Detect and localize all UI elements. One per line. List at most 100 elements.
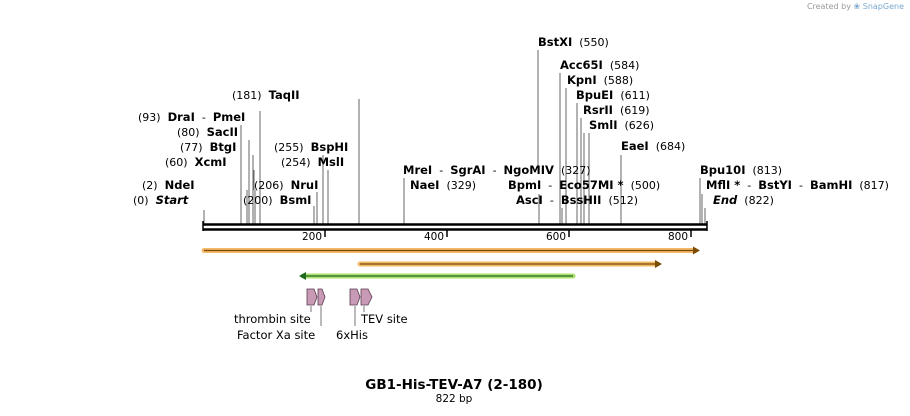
site-position: (822) [744,194,774,207]
site-row-label: (0)Start [133,193,189,207]
site-row-label: Acc65I(584) [560,58,639,72]
credit-prefix: Created by [806,2,851,11]
feature-arrow-orange-full [201,246,700,255]
feature-arrow-green-reverse [299,272,576,280]
enzyme-name: BsmI [280,193,312,207]
ruler-tick-label: 200 [302,231,322,243]
site-row-label: (60) XcmI [165,155,227,169]
cut-site-labels: BstXI(550) Acc65I(584)KpnI(588)BpuEI (611)… [133,35,889,207]
site-row-label: KpnI(588) [567,73,633,87]
site-position: (626) [625,119,655,132]
enzyme-name: AscI [516,193,543,207]
enzyme-name: KpnI [567,73,597,87]
site-row-label: (200) BsmI [243,193,311,207]
construct-title: GB1-His-TEV-A7 (2-180) [365,377,543,393]
site-position: (206) [254,179,284,192]
site-row-label: SmlI (626) [589,118,654,132]
enzyme-name: NaeI [410,178,439,192]
credit-brand: SnapGene [862,2,904,11]
site-row-label: MflI *-BstYI-BamHI(817) [706,178,889,192]
enzyme-separator: - [548,179,552,192]
enzyme-name: XcmI [195,155,227,169]
enzyme-name: BstYI [758,178,792,192]
site-row-label: (93)DraI-PmeI [138,110,245,124]
enzyme-separator: - [439,164,443,177]
site-row-label: BpmI-Eco57MI * (500) [508,178,660,192]
site-row-label: (80) SacII [177,125,238,139]
site-row-label: (181) TaqII [232,88,300,102]
site-position: (60) [165,156,188,169]
6xhis-feature [349,288,361,306]
site-position: (0) [133,194,149,207]
site-row-label: BpuEI (611) [576,88,650,102]
sequence-end-label: End [713,193,738,207]
site-row-label: End (822) [713,193,774,207]
site-row-label: EaeI (684) [621,139,685,153]
thrombin-site-feature [306,288,318,306]
site-row-label: MreI-SgrAI-NgoMIV(327) [403,163,591,177]
feature-label-factor-xa-site: Factor Xa site [237,328,315,342]
enzyme-name: BspHI [311,140,349,154]
ruler-tick-label: 800 [668,231,688,243]
site-position: (2) [142,179,158,192]
enzyme-name: NruI [291,178,319,192]
site-row-label: (255)BspHI [274,140,348,154]
site-position: (327) [561,164,591,177]
site-position: (550) [579,36,609,49]
enzyme-name: Acc65I [560,58,603,72]
ruler-tick-label: 600 [546,231,566,243]
site-position: (181) [232,89,262,102]
site-row-label: NaeI (329) [410,178,476,192]
feature-label-thrombin-site: thrombin site [234,312,311,326]
feature-label-tev-site: TEV site [360,312,408,326]
feature-labels: thrombin site Factor Xa site 6xHis TEV s… [234,312,408,342]
site-position: (817) [859,179,889,192]
snapgene-logo-icon: ❀ [853,2,861,11]
site-row-label: (77)BtgI [180,140,236,154]
enzyme-name: MflI * [706,178,740,192]
site-row-label: (206) NruI [254,178,318,192]
site-position: (500) [631,179,661,192]
enzyme-separator: - [550,194,554,207]
ruler: 200 400 600 800 [302,229,692,243]
site-position: (329) [446,179,476,192]
enzyme-name: MreI [403,163,432,177]
site-position: (611) [620,89,650,102]
site-row-label: BstXI(550) [538,35,609,49]
site-position: (80) [177,126,200,139]
enzyme-name: Bpu10I [700,163,745,177]
enzyme-separator: - [799,179,803,192]
enzyme-name: BpuEI [576,88,613,102]
site-position: (619) [620,104,650,117]
enzyme-name: SacII [207,125,238,139]
site-position: (684) [656,140,686,153]
site-row-label: (2)NdeI [142,178,195,192]
site-row-label: RsrII (619) [583,103,650,117]
tev-site-feature [360,288,373,306]
snapgene-credit: Created by ❀ SnapGene [807,2,904,11]
enzyme-name: Eco57MI * [559,178,623,192]
enzyme-separator: - [747,179,751,192]
construct-length: 822 bp [435,393,473,405]
site-row-label: Bpu10I (813) [700,163,782,177]
enzyme-name: SgrAI [450,163,485,177]
enzyme-name: PmeI [213,110,246,124]
enzyme-name: TaqII [269,88,300,102]
feature-arrow-orange-short [357,260,662,268]
site-position: (813) [752,164,782,177]
factor-xa-site-feature [317,288,326,306]
enzyme-name: RsrII [583,103,613,117]
site-position: (200) [243,194,273,207]
feature-label-6xhis: 6xHis [336,328,368,342]
enzyme-name: EaeI [621,139,649,153]
enzyme-name: SmlI [589,118,618,132]
enzyme-separator: - [493,164,497,177]
site-position: (512) [608,194,638,207]
enzyme-name: NgoMIV [504,163,554,177]
enzyme-name: MslI [318,155,345,169]
site-position: (254) [281,156,311,169]
small-features [306,288,373,326]
ruler-tick-label: 400 [424,231,444,243]
enzyme-name: BpmI [508,178,541,192]
